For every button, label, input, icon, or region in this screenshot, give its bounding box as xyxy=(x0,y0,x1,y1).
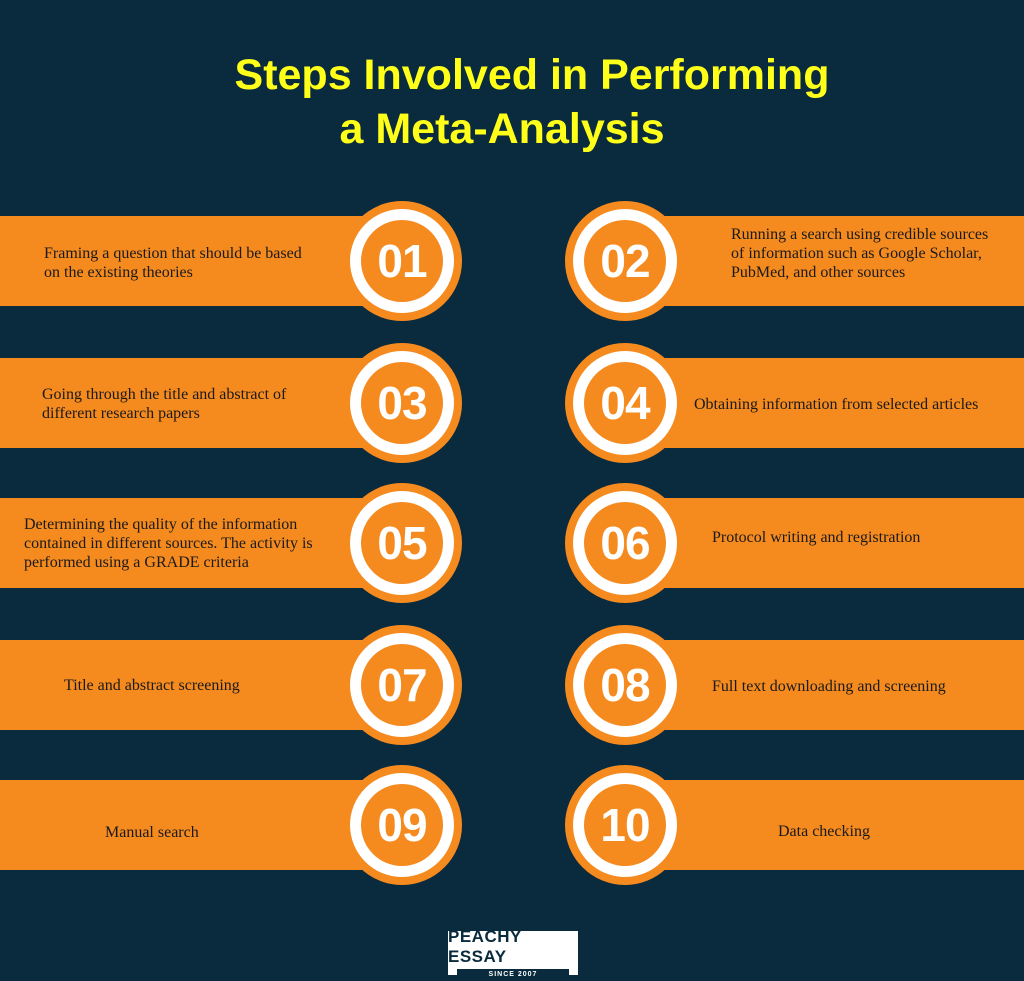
step-number-08: 08 xyxy=(584,644,666,726)
step-badge-07: 07 xyxy=(342,625,462,745)
step-number-06: 06 xyxy=(584,502,666,584)
step-badge-05: 05 xyxy=(342,483,462,603)
step-number-04: 04 xyxy=(584,362,666,444)
step-badge-10: 10 xyxy=(565,765,685,885)
step-number-05: 05 xyxy=(361,502,443,584)
peachy-essay-logo: PEACHY ESSAY SINCE 2007 xyxy=(448,927,578,980)
logo-tagline: SINCE 2007 xyxy=(457,968,569,980)
step-number-10: 10 xyxy=(584,784,666,866)
step-text-10: Data checking xyxy=(778,823,870,840)
step-band-05: Determining the quality of the informati… xyxy=(0,498,385,588)
step-band-09: Manual search xyxy=(0,780,385,870)
step-band-07: Title and abstract screening xyxy=(0,640,385,730)
step-badge-02: 02 xyxy=(565,201,685,321)
step-text-07: Title and abstract screening xyxy=(64,677,240,694)
step-band-01: Framing a question that should be based … xyxy=(0,216,385,306)
step-number-01: 01 xyxy=(361,220,443,302)
logo-name: PEACHY ESSAY xyxy=(448,926,522,966)
step-number-07: 07 xyxy=(361,644,443,726)
step-text-05: Determining the quality of the informati… xyxy=(24,516,313,571)
step-text-08: Full text downloading and screening xyxy=(712,678,946,695)
step-badge-01: 01 xyxy=(342,201,462,321)
step-band-06: Protocol writing and registration xyxy=(625,498,1024,588)
step-badge-08: 08 xyxy=(565,625,685,745)
step-band-10: Data checking xyxy=(625,780,1024,870)
step-text-09: Manual search xyxy=(105,824,199,841)
step-badge-09: 09 xyxy=(342,765,462,885)
step-band-02: Running a search using credible sources … xyxy=(625,216,1024,306)
step-band-08: Full text downloading and screening xyxy=(625,640,1024,730)
step-number-02: 02 xyxy=(584,220,666,302)
step-badge-03: 03 xyxy=(342,343,462,463)
step-text-01: Framing a question that should be based … xyxy=(44,245,302,281)
step-text-02: Running a search using credible sources … xyxy=(731,226,989,281)
step-text-03: Going through the title and abstract of … xyxy=(42,386,287,422)
step-text-06: Protocol writing and registration xyxy=(712,529,921,546)
infographic-title-line-2: a Meta-Analysis xyxy=(339,105,665,153)
step-number-09: 09 xyxy=(361,784,443,866)
step-badge-06: 06 xyxy=(565,483,685,603)
step-badge-04: 04 xyxy=(565,343,685,463)
step-number-03: 03 xyxy=(361,362,443,444)
step-text-04: Obtaining information from selected arti… xyxy=(694,396,979,413)
step-band-03: Going through the title and abstract of … xyxy=(0,358,385,448)
step-band-04: Obtaining information from selected arti… xyxy=(625,358,1024,448)
infographic-title-line-1: Steps Involved in Performing xyxy=(234,51,830,99)
